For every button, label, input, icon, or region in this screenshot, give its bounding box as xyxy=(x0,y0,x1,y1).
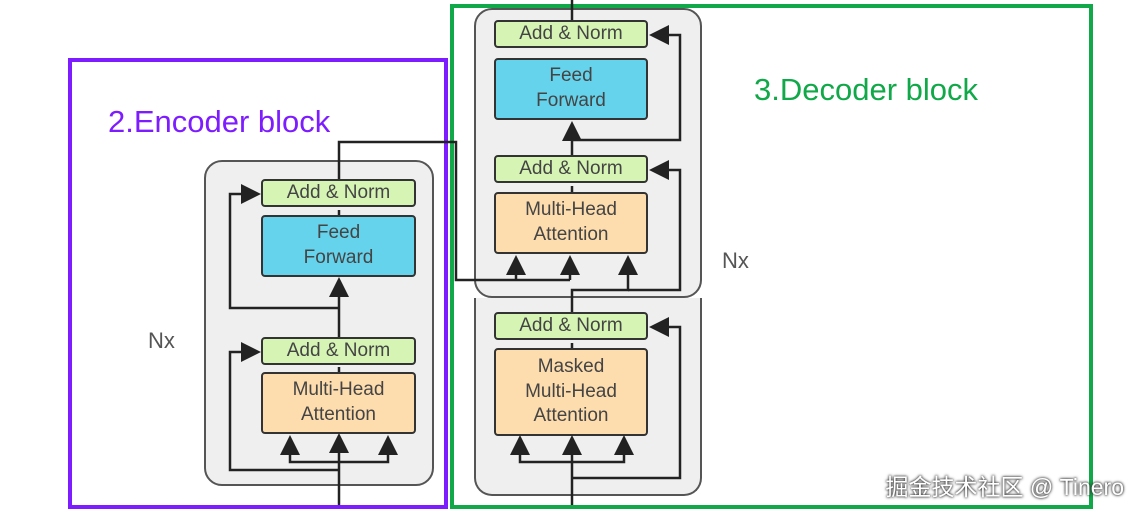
encoder-frame xyxy=(68,58,448,509)
decoder-add-norm-top: Add & Norm xyxy=(494,20,648,48)
decoder-multi-head-attention: Multi-Head Attention xyxy=(494,192,648,254)
encoder-feed-forward: Feed Forward xyxy=(261,215,416,277)
decoder-feed-forward: Feed Forward xyxy=(494,58,648,120)
encoder-repeat-label: Nx xyxy=(148,328,175,353)
decoder-repeat-label: Nx xyxy=(722,248,749,273)
watermark: 掘金技术社区 @ Tinero xyxy=(885,474,1124,500)
decoder-add-norm-middle: Add & Norm xyxy=(494,155,648,183)
encoder-add-norm-top: Add & Norm xyxy=(261,179,416,207)
encoder-add-norm-bottom: Add & Norm xyxy=(261,337,416,365)
decoder-title: 3.Decoder block xyxy=(754,72,979,107)
decoder-add-norm-bottom: Add & Norm xyxy=(494,312,648,340)
decoder-masked-multi-head-attention: Masked Multi-Head Attention xyxy=(494,348,648,436)
encoder-multi-head-attention: Multi-Head Attention xyxy=(261,372,416,434)
decoder-frame xyxy=(450,4,1093,509)
encoder-title: 2.Encoder block xyxy=(108,104,331,139)
